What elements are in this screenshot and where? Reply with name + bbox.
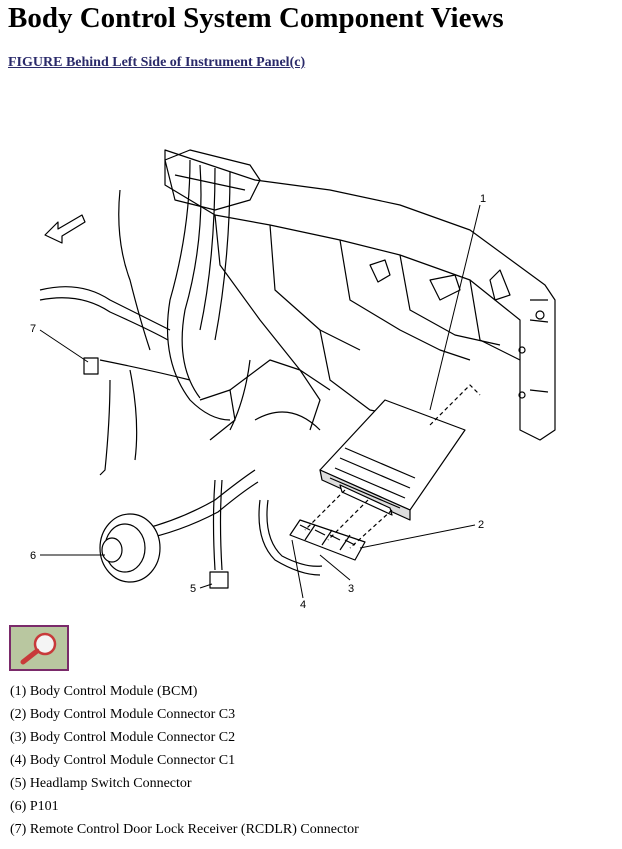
legend-item: (7) Remote Control Door Lock Receiver (R… — [10, 822, 359, 837]
callout-7: 7 — [30, 323, 36, 335]
callout-1: 1 — [480, 193, 486, 205]
legend-item: (1) Body Control Module (BCM) — [10, 684, 198, 699]
legend-item: (5) Headlamp Switch Connector — [10, 776, 192, 791]
callout-5: 5 — [190, 583, 196, 595]
legend-item: (4) Body Control Module Connector C1 — [10, 753, 236, 768]
callout-3: 3 — [348, 583, 354, 595]
magnifier-icon — [20, 632, 57, 665]
legend-item: (2) Body Control Module Connector C3 — [10, 707, 236, 722]
callout-2: 2 — [478, 519, 484, 531]
callout-6: 6 — [30, 550, 36, 562]
zoom-button[interactable] — [9, 625, 69, 671]
component-diagram: 1 2 3 4 5 6 7 — [30, 149, 556, 610]
page-title: Body Control System Component Views — [8, 2, 504, 34]
legend-list: (1) Body Control Module (BCM) (2) Body C… — [10, 680, 359, 841]
figure-link[interactable]: FIGURE Behind Left Side of Instrument Pa… — [8, 55, 306, 70]
legend-item: (6) P101 — [10, 799, 59, 814]
legend-item: (3) Body Control Module Connector C2 — [10, 730, 236, 745]
forward-arrow-icon — [44, 214, 86, 244]
callout-4: 4 — [300, 599, 306, 610]
